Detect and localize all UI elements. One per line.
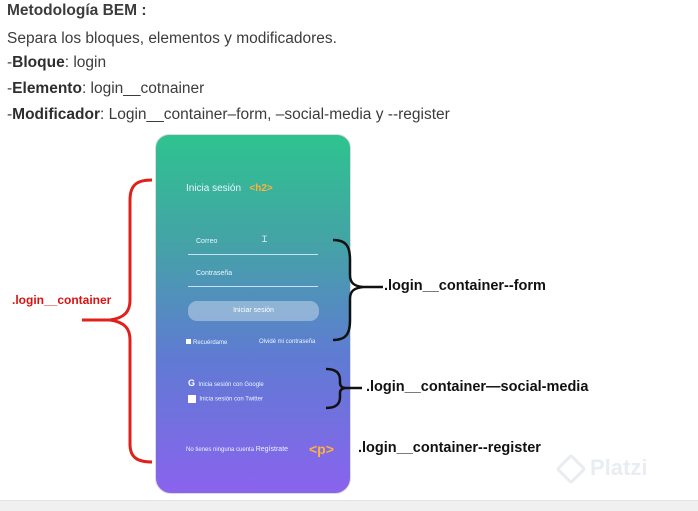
p-tag: <p> (309, 441, 334, 457)
form-label: .login__container--form (384, 278, 546, 294)
email-field[interactable]: Correo (196, 238, 218, 245)
bem-line-element: -Elemento: login__cotnainer (7, 80, 205, 97)
forgot-password-link[interactable]: Olvidé mi contraseña (259, 339, 316, 345)
social-bracket (325, 367, 347, 410)
platzi-logo-icon (555, 453, 587, 485)
container-label: .login__container (12, 293, 112, 307)
remember-checkbox[interactable]: Recuérdame (186, 339, 227, 346)
google-login[interactable]: G Inicia sesión con Google (188, 378, 264, 388)
form-bracket (332, 238, 364, 342)
login-button[interactable]: Iniciar sesión (188, 301, 319, 321)
password-underline (188, 286, 318, 287)
description: Separa los bloques, elementos y modifica… (7, 30, 337, 47)
bottom-separator (0, 500, 698, 511)
register-link[interactable]: Regístrate (255, 446, 289, 453)
register-label: .login__container--register (358, 440, 541, 456)
google-icon: G (188, 378, 196, 388)
cursor-icon: Ɪ (262, 234, 268, 244)
bem-line-block: -Bloque: login (7, 54, 107, 71)
register-text: No tienes ninguna cuenta Regístrate (186, 446, 289, 453)
checkbox-icon (186, 339, 191, 344)
phone-mockup: Inicia sesión <h2> Correo Ɪ Contraseña I… (155, 134, 351, 494)
container-bracket (109, 178, 153, 464)
email-underline (188, 254, 318, 255)
social-label: .login__container—social-media (366, 379, 589, 395)
twitter-login[interactable]: Inicia sesión con Twitter (188, 395, 263, 403)
platzi-watermark: Platzi (555, 453, 647, 485)
login-title: Inicia sesión <h2> (186, 183, 273, 194)
bem-line-modifier: -Modificador: Login__container–form, –so… (7, 106, 450, 123)
heading: Metodología BEM : (7, 2, 147, 19)
twitter-icon (188, 395, 196, 403)
password-field[interactable]: Contraseña (196, 270, 233, 277)
